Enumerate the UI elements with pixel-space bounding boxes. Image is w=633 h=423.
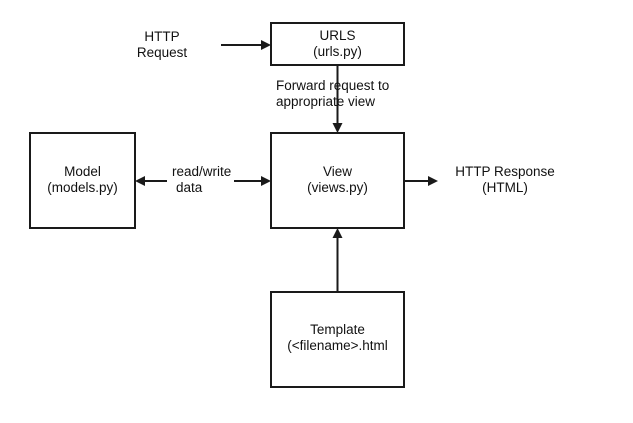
read-write-label: read/write data bbox=[172, 164, 231, 196]
model-node-file: (models.py) bbox=[47, 180, 118, 195]
urls-node-file: (urls.py) bbox=[313, 44, 362, 59]
urls-node-label: URLS (urls.py) bbox=[313, 28, 362, 60]
urls-node-title: URLS bbox=[319, 28, 356, 43]
request-to-urls-arrow-head bbox=[261, 40, 271, 50]
http-request-line1: HTTP bbox=[144, 29, 180, 44]
read-write-line2: data bbox=[176, 180, 203, 195]
urls-box bbox=[270, 22, 405, 66]
forward-request-line1: Forward request to bbox=[276, 78, 390, 93]
view-node-title: View bbox=[322, 164, 353, 179]
view-to-model-arrow-head bbox=[135, 176, 145, 186]
view-node-file: (views.py) bbox=[307, 180, 368, 195]
urls-to-view-arrow-head bbox=[332, 123, 343, 133]
view-to-response-arrow-head bbox=[428, 176, 438, 186]
forward-request-line2: appropriate view bbox=[276, 94, 376, 109]
template-to-view-arrow-head bbox=[332, 228, 343, 238]
http-response-line2: (HTML) bbox=[482, 180, 528, 195]
http-request-label: HTTP Request bbox=[137, 29, 187, 61]
model-box bbox=[29, 132, 136, 229]
template-node-label: Template (<filename>.html bbox=[287, 322, 388, 354]
view-node-label: View (views.py) bbox=[307, 164, 368, 196]
http-response-label: HTTP Response (HTML) bbox=[455, 164, 555, 196]
forward-request-label: Forward request to appropriate view bbox=[276, 78, 389, 110]
model-to-view-arrow-head bbox=[261, 176, 271, 186]
http-response-line1: HTTP Response bbox=[455, 164, 555, 179]
template-box bbox=[270, 291, 405, 388]
model-node-title: Model bbox=[64, 164, 101, 179]
http-request-line2: Request bbox=[136, 45, 188, 60]
template-node-file: (<filename>.html bbox=[287, 338, 388, 353]
model-node-label: Model (models.py) bbox=[47, 164, 118, 196]
read-write-line1: read/write bbox=[172, 164, 232, 179]
template-node-title: Template bbox=[310, 322, 365, 337]
